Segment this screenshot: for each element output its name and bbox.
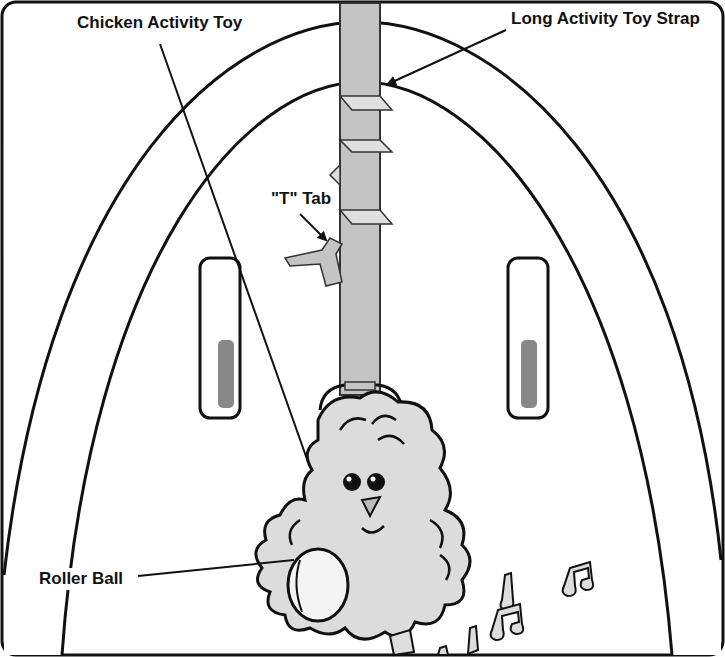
part-label: "T" Tab [268,188,334,210]
part-label: Chicken Activity Toy [74,12,245,34]
part-label: Long Activity Toy Strap [508,8,703,30]
part-label: Roller Ball [36,568,126,590]
